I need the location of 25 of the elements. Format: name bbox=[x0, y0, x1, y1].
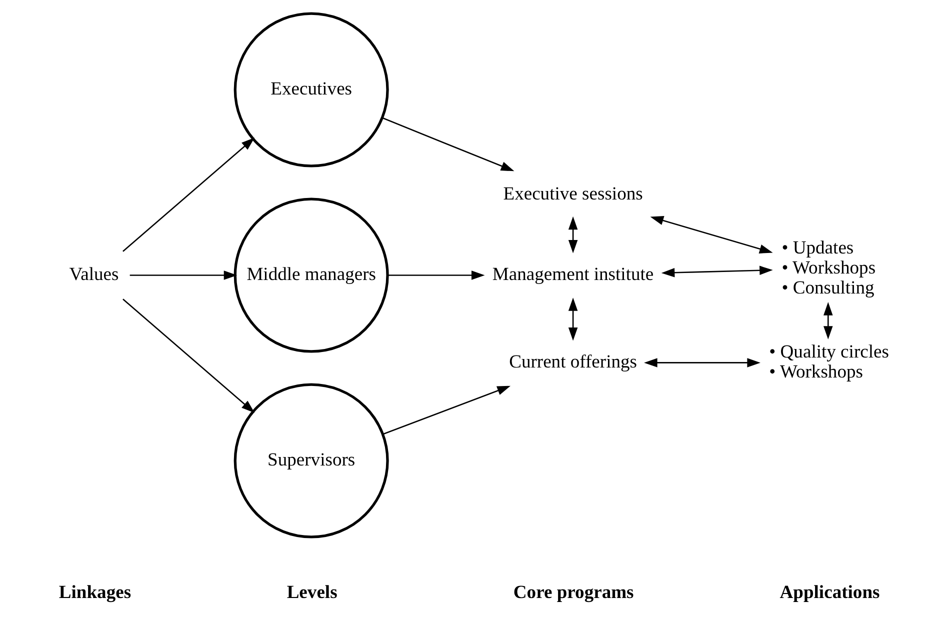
arrow bbox=[644, 358, 760, 368]
label: Core programs bbox=[512, 582, 634, 604]
arrow bbox=[122, 138, 254, 252]
node-circle: Executives bbox=[233, 12, 388, 168]
arrow bbox=[650, 216, 772, 254]
arrow bbox=[382, 386, 510, 435]
arrow bbox=[822, 302, 832, 340]
node-text: Current offerings bbox=[508, 352, 637, 373]
arrow bbox=[387, 270, 484, 280]
arrow bbox=[129, 270, 237, 280]
label: Linkages bbox=[58, 582, 131, 604]
arrow bbox=[122, 298, 254, 413]
label: Applications bbox=[779, 582, 880, 604]
node-text: Management institute bbox=[492, 264, 654, 286]
label: Levels bbox=[286, 582, 337, 604]
node-circle: Supervisors bbox=[233, 383, 388, 538]
node-circle: Middle managers bbox=[233, 198, 388, 353]
arrow bbox=[568, 298, 578, 341]
node-text: Values bbox=[68, 264, 118, 286]
node-text: • Quality circles • Workshops bbox=[768, 342, 888, 383]
arrow bbox=[660, 266, 772, 278]
arrow bbox=[568, 216, 578, 254]
node-text: • Updates • Workshops • Consulting bbox=[781, 238, 876, 298]
node-text: Executive sessions bbox=[502, 183, 642, 204]
arrow bbox=[382, 117, 514, 172]
